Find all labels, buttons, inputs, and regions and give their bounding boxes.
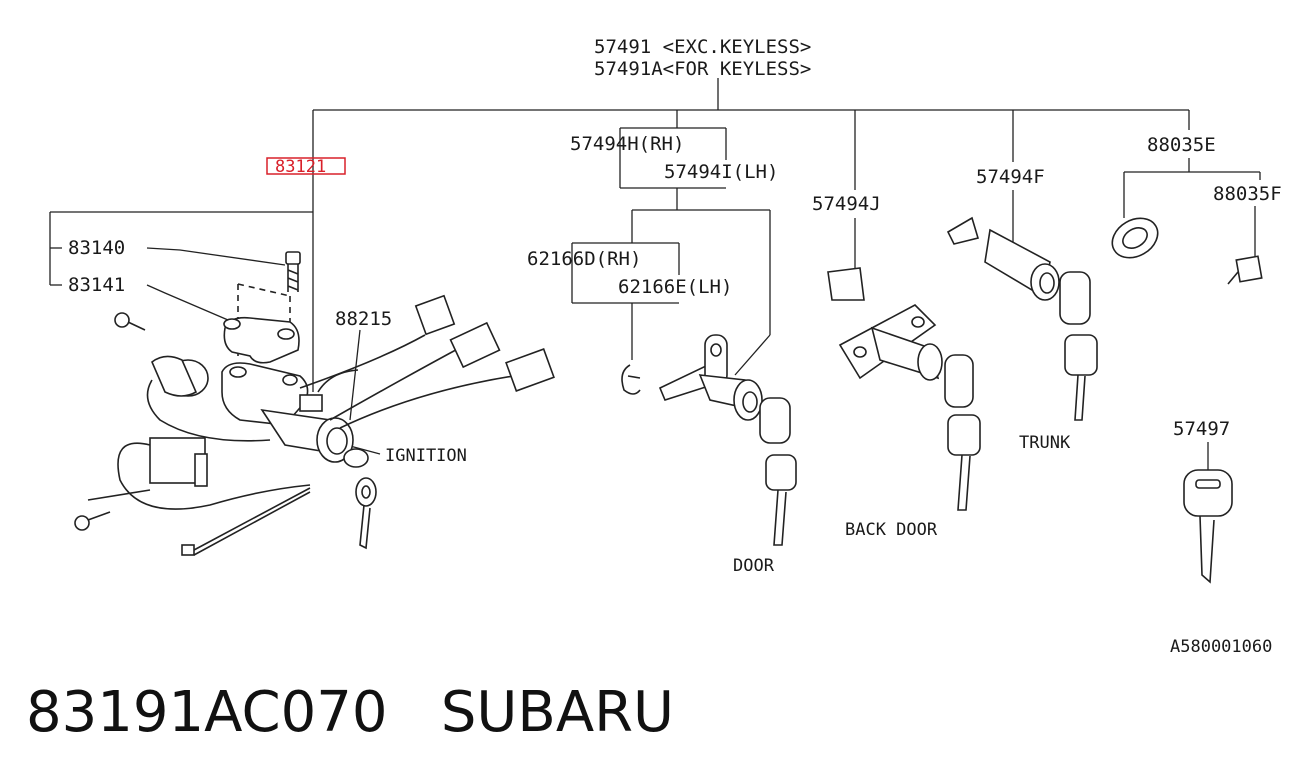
label-57494i: 57494I(LH) <box>664 161 778 183</box>
label-62166e: 62166E(LH) <box>618 276 732 298</box>
keyless-parts-drawing <box>1111 217 1263 285</box>
trunk-lock-drawing <box>946 216 1098 421</box>
caption-part-number: 83191AC070 <box>26 680 388 745</box>
label-trunk: TRUNK <box>1019 433 1071 453</box>
leader-lines <box>49 78 1261 470</box>
door-lock-drawing <box>621 334 797 546</box>
label-door: DOOR <box>733 556 775 576</box>
caption-brand: SUBARU <box>440 680 675 745</box>
label-back-door: BACK DOOR <box>845 520 938 540</box>
label-57491: 57491 <EXC.KEYLESS> <box>594 36 811 58</box>
label-83140: 83140 <box>68 237 125 259</box>
caption: 83191AC070 SUBARU <box>26 680 674 745</box>
label-57491a: 57491A<FOR KEYLESS> <box>594 58 811 80</box>
figure-code: A580001060 <box>1170 637 1272 657</box>
label-83121[interactable]: 83121 <box>275 157 326 177</box>
back-door-lock-drawing <box>827 267 981 511</box>
label-57494h: 57494H(RH) <box>570 133 684 155</box>
label-57494f: 57494F <box>976 166 1045 188</box>
label-62166d: 62166D(RH) <box>527 248 641 270</box>
ignition-assembly-drawing <box>74 251 555 556</box>
key-57497-drawing <box>1183 469 1233 584</box>
label-88035e: 88035E <box>1147 134 1216 156</box>
label-57494j: 57494J <box>812 193 881 215</box>
label-88035f: 88035F <box>1213 183 1282 205</box>
highlight-box-83121 <box>266 157 346 175</box>
label-57497: 57497 <box>1173 418 1230 440</box>
label-88215: 88215 <box>335 308 392 330</box>
label-83141: 83141 <box>68 274 125 296</box>
label-ignition: IGNITION <box>385 446 467 466</box>
